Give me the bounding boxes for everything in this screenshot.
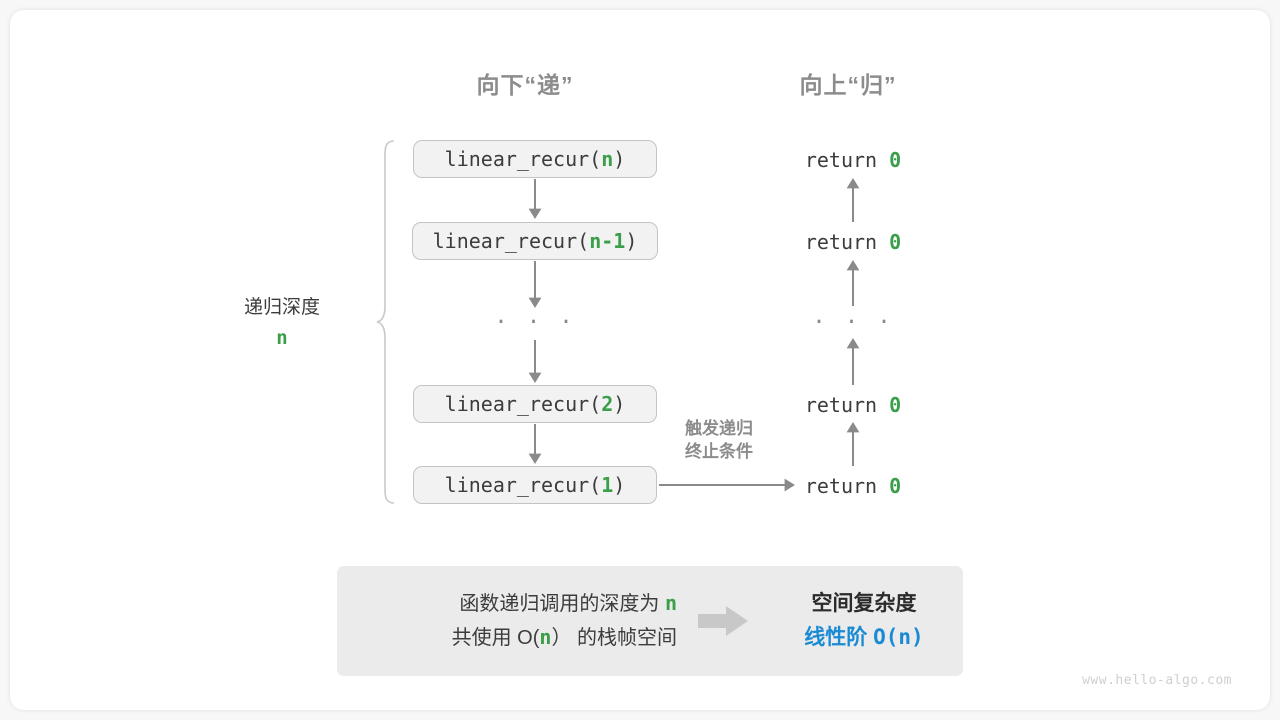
- return-value-4: 0: [889, 474, 902, 498]
- termination-condition-note: 触发递归 终止条件: [685, 418, 753, 464]
- summary-right-text: 空间复杂度 线性阶 O(n): [765, 587, 963, 654]
- call-frame-suffix-2: ): [625, 229, 638, 253]
- summary-arrow-wrap: [683, 604, 765, 638]
- summary-complexity-value: 线性阶 O(n): [765, 621, 963, 655]
- call-frame-prefix-3: linear_recur(: [444, 392, 602, 416]
- return-label-3: return 0: [805, 393, 901, 417]
- call-frame-arg-3: 2: [601, 392, 614, 416]
- summary-left-line2-open: O(: [517, 627, 540, 649]
- return-value-1: 0: [889, 148, 902, 172]
- call-frame-prefix-1: linear_recur(: [444, 147, 602, 171]
- return-keyword-4: return: [804, 474, 890, 498]
- termination-note-line2: 终止条件: [685, 441, 753, 461]
- call-frame-suffix-1: ): [613, 147, 626, 171]
- call-frame-box-4[interactable]: linear_recur(1): [413, 466, 657, 504]
- return-value-3: 0: [889, 393, 902, 417]
- call-frame-box-2[interactable]: linear_recur(n-1): [412, 222, 658, 260]
- return-label-1: return 0: [805, 148, 901, 172]
- return-keyword-2: return: [804, 230, 890, 254]
- summary-left-text: 函数递归调用的深度为 n 共使用 O(n） 的栈帧空间: [337, 587, 683, 655]
- summary-left-line2-tail: 的栈帧空间: [571, 627, 677, 649]
- ellipsis-right: · · ·: [812, 310, 894, 335]
- summary-left-line2-n: n: [539, 625, 552, 649]
- return-keyword-1: return: [804, 148, 890, 172]
- diagram-card: 向下“递” 向上“归” 递归深度: [10, 10, 1270, 710]
- call-frame-arg-2: n-1: [589, 229, 626, 253]
- recursion-depth-label: 递归深度 n: [244, 292, 320, 349]
- summary-left-line1: 函数递归调用的深度为 n: [337, 587, 677, 621]
- summary-left-line1-n: n: [664, 591, 677, 615]
- call-frame-arg-4: 1: [601, 473, 614, 497]
- call-frame-prefix-4: linear_recur(: [444, 473, 602, 497]
- right-arrow-icon: [698, 606, 748, 636]
- return-keyword-3: return: [804, 393, 890, 417]
- call-frame-suffix-4: ): [613, 473, 626, 497]
- call-frame-prefix-2: linear_recur(: [432, 229, 590, 253]
- return-label-2: return 0: [805, 230, 901, 254]
- summary-left-line2-close: ）: [551, 627, 572, 649]
- site-watermark: www.hello-algo.com: [1082, 673, 1232, 688]
- return-value-2: 0: [889, 230, 902, 254]
- call-frame-arg-1: n: [601, 147, 614, 171]
- return-label-4: return 0: [805, 474, 901, 498]
- call-frame-box-3[interactable]: linear_recur(2): [413, 385, 657, 423]
- column-header-up: 向上“归”: [799, 72, 897, 98]
- complexity-summary-panel: 函数递归调用的深度为 n 共使用 O(n） 的栈帧空间 空间复杂度 线性阶 O(…: [337, 566, 963, 676]
- summary-complexity-title: 空间复杂度: [811, 592, 917, 616]
- termination-note-line1: 触发递归: [685, 419, 753, 438]
- depth-brace: [376, 140, 395, 504]
- summary-complexity-bigo: O(n): [873, 625, 924, 649]
- summary-left-line2-text: 共使用: [451, 627, 518, 649]
- summary-left-line1-text: 函数递归调用的深度为: [459, 593, 665, 615]
- call-frame-suffix-3: ): [613, 392, 626, 416]
- call-frame-box-1[interactable]: linear_recur(n): [413, 140, 657, 178]
- summary-left-line2: 共使用 O(n） 的栈帧空间: [337, 621, 677, 655]
- recursion-depth-value: n: [276, 327, 288, 349]
- column-header-down: 向下“递”: [476, 72, 574, 98]
- summary-complexity-order: 线性阶: [804, 626, 874, 649]
- ellipsis-left: · · ·: [494, 310, 576, 335]
- recursion-depth-text: 递归深度: [243, 297, 321, 318]
